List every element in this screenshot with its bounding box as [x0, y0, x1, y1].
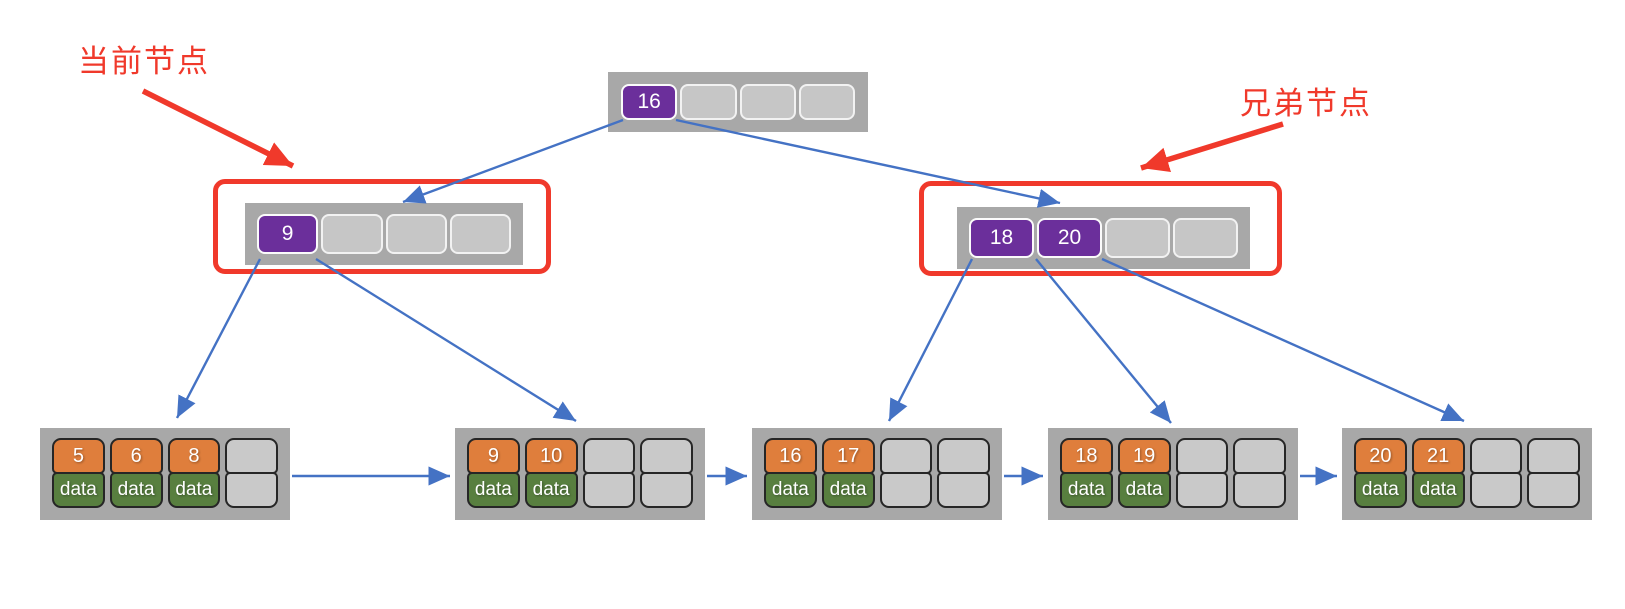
leaf-entry: 8 data — [167, 438, 221, 510]
leaf-node-4: 18 data 19 data — [1048, 428, 1298, 520]
empty-slot — [1469, 472, 1523, 508]
sibling-internal-node: 18 20 — [957, 207, 1250, 269]
leaf-data-cell: data — [764, 472, 817, 508]
empty-entry — [1233, 438, 1286, 510]
empty-slot — [739, 84, 796, 120]
empty-slot — [225, 472, 278, 508]
empty-entry — [879, 438, 933, 510]
empty-entry — [1175, 438, 1229, 510]
leaf-key-cell: 20 — [1354, 438, 1407, 474]
pointer-current-to-leaf2 — [315, 257, 577, 423]
empty-slot — [1105, 218, 1170, 258]
empty-slot — [937, 472, 990, 508]
leaf-data-cell: data — [109, 472, 163, 508]
leaf-data-cell: data — [1411, 472, 1465, 508]
sibling-node-annotation-arrow — [1140, 121, 1284, 172]
empty-slot — [582, 472, 636, 508]
empty-slot — [1527, 472, 1580, 508]
empty-slot — [225, 438, 278, 474]
empty-slot — [798, 84, 855, 120]
pointer-sibling-to-leaf4 — [1035, 258, 1172, 424]
leaf-entry: 9 data — [467, 438, 520, 510]
root-key-cell: 16 — [621, 84, 678, 120]
empty-slot — [582, 438, 636, 474]
empty-entry — [1469, 438, 1523, 510]
leaf-node-5: 20 data 21 data — [1342, 428, 1592, 520]
pointer-sibling-to-leaf5 — [1101, 257, 1465, 423]
leaf-node-1: 5 data 6 data 8 data — [40, 428, 290, 520]
current-internal-node: 9 — [245, 203, 523, 265]
empty-slot — [879, 438, 933, 474]
leaf-key-cell: 6 — [109, 438, 163, 474]
current-node-annotation-label: 当前节点 — [78, 44, 210, 79]
pointer-sibling-to-leaf3 — [887, 258, 974, 422]
leaf-data-cell: data — [1117, 472, 1171, 508]
leaf-data-cell: data — [1354, 472, 1407, 508]
leaf-entry: 10 data — [524, 438, 578, 510]
empty-slot — [680, 84, 737, 120]
leaf-entry: 18 data — [1060, 438, 1113, 510]
empty-slot — [1173, 218, 1238, 258]
empty-slot — [385, 214, 447, 254]
leaf-key-cell: 10 — [524, 438, 578, 474]
leaf-key-cell: 18 — [1060, 438, 1113, 474]
leaf-entry: 17 data — [821, 438, 875, 510]
leaf-data-cell: data — [821, 472, 875, 508]
leaf-entry: 21 data — [1411, 438, 1465, 510]
leaf-key-cell: 8 — [167, 438, 221, 474]
leaf-data-cell: data — [524, 472, 578, 508]
leaf-node-3: 16 data 17 data — [752, 428, 1002, 520]
empty-slot — [321, 214, 383, 254]
empty-slot — [1175, 472, 1229, 508]
empty-entry — [937, 438, 990, 510]
empty-entry — [1527, 438, 1580, 510]
empty-slot — [640, 472, 693, 508]
leaf-node-2: 9 data 10 data — [455, 428, 705, 520]
current-key-cell: 9 — [257, 214, 319, 254]
empty-slot — [937, 438, 990, 474]
leaf-entry: 16 data — [764, 438, 817, 510]
leaf-entry: 5 data — [52, 438, 105, 510]
leaf-key-cell: 17 — [821, 438, 875, 474]
sibling-key-cell: 20 — [1037, 218, 1102, 258]
empty-slot — [1233, 438, 1286, 474]
leaf-data-cell: data — [467, 472, 520, 508]
empty-slot — [1233, 472, 1286, 508]
leaf-data-cell: data — [1060, 472, 1113, 508]
empty-slot — [1469, 438, 1523, 474]
empty-entry — [225, 438, 278, 510]
empty-entry — [582, 438, 636, 510]
sibling-key-cell: 18 — [969, 218, 1034, 258]
leaf-data-cell: data — [167, 472, 221, 508]
empty-slot — [879, 472, 933, 508]
empty-slot — [449, 214, 511, 254]
leaf-entry: 6 data — [109, 438, 163, 510]
leaf-key-cell: 16 — [764, 438, 817, 474]
leaf-data-cell: data — [52, 472, 105, 508]
empty-slot — [1175, 438, 1229, 474]
empty-entry — [640, 438, 693, 510]
pointer-current-to-leaf1 — [175, 258, 262, 419]
leaf-key-cell: 9 — [467, 438, 520, 474]
leaf-entry: 19 data — [1117, 438, 1171, 510]
leaf-entry: 20 data — [1354, 438, 1407, 510]
root-node: 16 — [608, 72, 868, 132]
current-node-annotation-arrow — [141, 88, 295, 169]
leaf-key-cell: 19 — [1117, 438, 1171, 474]
sibling-node-annotation-label: 兄弟节点 — [1240, 86, 1372, 121]
empty-slot — [1527, 438, 1580, 474]
empty-slot — [640, 438, 693, 474]
leaf-key-cell: 5 — [52, 438, 105, 474]
leaf-key-cell: 21 — [1411, 438, 1465, 474]
